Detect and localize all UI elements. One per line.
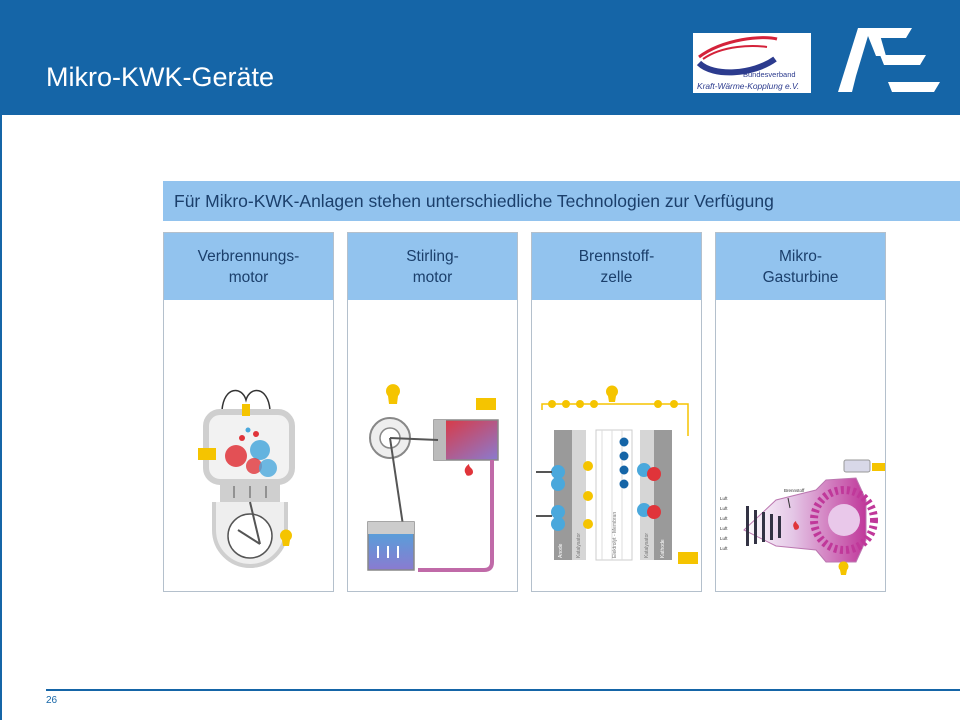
ae-logo bbox=[838, 28, 942, 92]
svg-text:Luft: Luft bbox=[720, 516, 728, 521]
bkwk-logo-line1: Bundesverband bbox=[743, 70, 796, 79]
column-header: Brennstoff- zelle bbox=[532, 233, 701, 300]
fc-anode bbox=[554, 430, 572, 560]
column-header: Mikro- Gasturbine bbox=[716, 233, 885, 300]
column-header-line2: zelle bbox=[600, 268, 633, 286]
fc-label-membrane: Elektrolyt - Membran bbox=[612, 512, 618, 558]
column-header-line1: Stirling- bbox=[406, 247, 459, 265]
slide-title: Mikro-KWK-Geräte bbox=[46, 62, 275, 92]
column-stirlingmotor: Stirling- motor bbox=[347, 232, 518, 592]
fc-label-cathode: Kathode bbox=[660, 539, 666, 558]
fc-label-catalyst-1: Katalysator bbox=[576, 533, 582, 558]
column-header-line2: motor bbox=[412, 268, 453, 286]
fc-catalyst-1 bbox=[572, 430, 586, 560]
left-rule bbox=[0, 115, 2, 720]
fc-catalyst-2 bbox=[640, 430, 654, 560]
fc-label-catalyst-2: Katalysator bbox=[644, 533, 650, 558]
svg-text:Luft: Luft bbox=[720, 506, 728, 511]
column-header-line2: motor bbox=[228, 268, 269, 286]
column-header-line1: Brennstoff- bbox=[578, 247, 655, 265]
column-verbrennungsmotor: Verbrennungs- motor bbox=[163, 232, 334, 592]
bkwk-logo: Bundesverband Kraft-Wärme-Kopplung e.V. bbox=[693, 33, 811, 93]
svg-text:Luft: Luft bbox=[720, 536, 728, 541]
column-header-line1: Verbrennungs- bbox=[197, 247, 300, 265]
fc-cathode bbox=[654, 430, 672, 560]
page-number: 26 bbox=[46, 695, 58, 706]
header-bar bbox=[0, 0, 960, 115]
column-mikro-gasturbine: Mikro- Gasturbine Luft Luft Luft Luft Lu… bbox=[715, 232, 886, 592]
combustion-engine-diagram bbox=[198, 389, 295, 568]
column-header: Verbrennungs- motor bbox=[164, 233, 333, 300]
column-header: Stirling- motor bbox=[348, 233, 517, 300]
gas-turbine-diagram: Luft Luft Luft Luft Luft Luft Brennstoff bbox=[720, 459, 885, 575]
column-header-line2: Gasturbine bbox=[762, 268, 839, 286]
fuel-cell-diagram: Anode Katalysator Elektrolyt - Membran K… bbox=[536, 385, 698, 564]
topic-banner: Für Mikro-KWK-Anlagen stehen unterschied… bbox=[163, 181, 960, 221]
bkwk-logo-line2: Kraft-Wärme-Kopplung e.V. bbox=[697, 81, 799, 91]
turbine-fuel-label: Brennstoff bbox=[784, 488, 805, 493]
footer-rule bbox=[46, 689, 960, 691]
stirling-engine-diagram bbox=[367, 384, 499, 572]
turbine-air-label: Luft bbox=[720, 496, 728, 501]
column-header-line1: Mikro- bbox=[778, 247, 823, 265]
fc-label-anode: Anode bbox=[558, 543, 564, 558]
column-brennstoffzelle: Brennstoff- zelle bbox=[531, 232, 702, 592]
svg-text:Luft: Luft bbox=[720, 526, 728, 531]
svg-text:Luft: Luft bbox=[720, 546, 728, 551]
